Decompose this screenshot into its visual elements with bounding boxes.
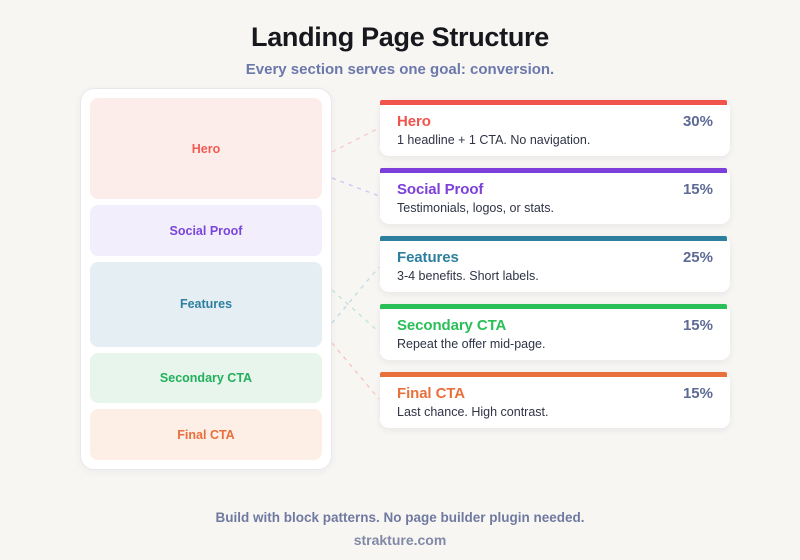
connector-secondary-cta	[331, 289, 380, 333]
card-percent: 15%	[682, 385, 713, 402]
wireframe-block-hero: Hero	[90, 98, 322, 200]
footer-site: strakture.com	[353, 532, 447, 548]
card-description: Repeat the offer mid-page.	[397, 337, 546, 351]
card-title-row: Hero 30%	[380, 100, 730, 130]
section-card-secondary-cta: Secondary CTA 15% Repeat the offer mid-p…	[380, 304, 730, 360]
card-accent-bar	[380, 100, 727, 105]
wireframe-block-social-proof: Social Proof	[90, 205, 322, 257]
footer: Build with block patterns. No page build…	[0, 510, 800, 548]
wireframe-preview: Hero Social Proof Features Secondary CTA…	[80, 88, 332, 470]
connector-final-cta	[331, 342, 380, 400]
card-description: Testimonials, logos, or stats.	[397, 201, 555, 215]
card-title-row: Social Proof 15%	[380, 168, 730, 198]
card-description: 3-4 benefits. Short labels.	[397, 269, 539, 283]
card-title-row: Secondary CTA 15%	[380, 304, 730, 334]
wireframe-block-label: Final CTA	[177, 427, 235, 442]
header: Landing Page Structure Every section ser…	[0, 22, 800, 78]
card-title-row: Final CTA 15%	[380, 372, 730, 402]
card-title: Hero	[397, 113, 431, 130]
wireframe-block-features: Features	[90, 262, 322, 347]
connector-features	[331, 266, 380, 324]
wireframe-block-label: Features	[179, 297, 233, 312]
card-accent-bar	[380, 236, 727, 241]
section-card-hero: Hero 30% 1 headline + 1 CTA. No navigati…	[380, 100, 730, 156]
page-subtitle: Every section serves one goal: conversio…	[245, 61, 555, 78]
connector-social-proof	[331, 177, 380, 197]
page-title: Landing Page Structure	[251, 22, 549, 52]
card-percent: 15%	[682, 181, 713, 198]
card-accent-bar	[380, 168, 727, 173]
wireframe-block-label: Secondary CTA	[159, 370, 253, 385]
card-title: Social Proof	[397, 181, 484, 198]
card-title: Final CTA	[397, 385, 465, 402]
card-percent: 30%	[682, 113, 713, 130]
card-percent: 25%	[682, 249, 713, 266]
connector-hero	[331, 127, 380, 153]
card-accent-bar	[380, 372, 727, 377]
card-description: 1 headline + 1 CTA. No navigation.	[397, 133, 591, 147]
card-title: Secondary CTA	[397, 317, 507, 334]
card-accent-bar	[380, 304, 727, 309]
card-description: Last chance. High contrast.	[397, 405, 549, 419]
wireframe-block-label: Hero	[191, 141, 221, 156]
footer-note: Build with block patterns. No page build…	[215, 510, 585, 525]
section-cards: Hero 30% 1 headline + 1 CTA. No navigati…	[380, 100, 730, 440]
card-percent: 15%	[682, 317, 713, 334]
wireframe-block-label: Social Proof	[169, 223, 243, 238]
section-card-features: Features 25% 3-4 benefits. Short labels.	[380, 236, 730, 292]
section-card-final-cta: Final CTA 15% Last chance. High contrast…	[380, 372, 730, 428]
section-card-social-proof: Social Proof 15% Testimonials, logos, or…	[380, 168, 730, 224]
wireframe-block-final-cta: Final CTA	[90, 409, 322, 461]
card-title-row: Features 25%	[380, 236, 730, 266]
card-title: Features	[397, 249, 459, 266]
wireframe-block-secondary-cta: Secondary CTA	[90, 352, 322, 404]
